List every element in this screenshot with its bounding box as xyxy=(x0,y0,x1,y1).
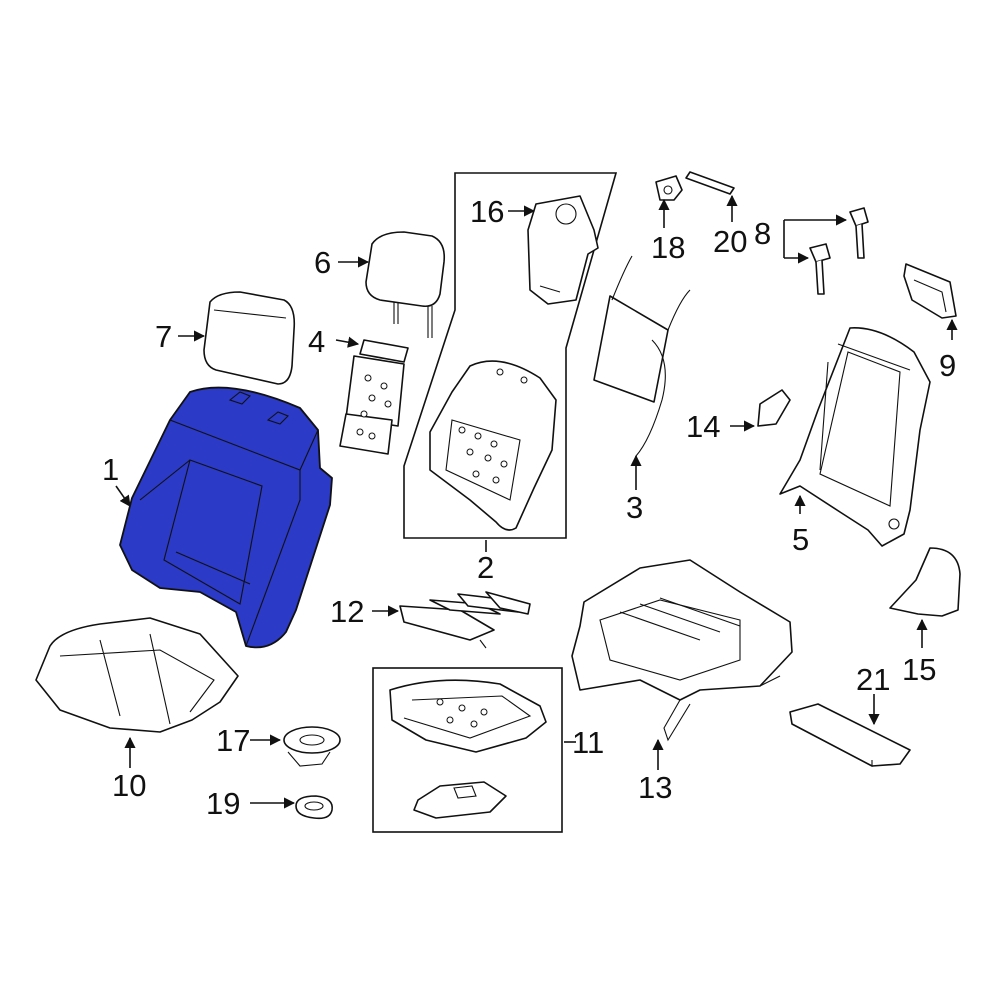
trim-strip-part-20[interactable] xyxy=(685,171,735,195)
seat-back-frame-part-5[interactable] xyxy=(779,327,931,547)
bolt-part-8[interactable] xyxy=(809,207,869,295)
callout-labels: 1 2 3 4 5 6 7 8 9 10 11 12 13 14 15 16 1… xyxy=(102,194,956,821)
bracket-part-9[interactable] xyxy=(903,263,957,319)
group-outline-part-11 xyxy=(372,667,563,833)
seat-cushion-part-11[interactable] xyxy=(389,679,547,819)
group-outline-part-2 xyxy=(403,172,618,539)
back-panel-part-16[interactable] xyxy=(527,195,599,305)
callout-4[interactable]: 4 xyxy=(308,324,325,359)
leader-lines xyxy=(115,194,958,809)
callout-5[interactable]: 5 xyxy=(792,522,809,557)
callout-8[interactable]: 8 xyxy=(754,216,771,251)
callout-12[interactable]: 12 xyxy=(330,594,364,629)
callout-14[interactable]: 14 xyxy=(686,409,720,444)
callout-19[interactable]: 19 xyxy=(206,786,240,821)
callout-21[interactable]: 21 xyxy=(856,662,890,697)
headrest-part-7[interactable] xyxy=(203,291,296,385)
callout-6[interactable]: 6 xyxy=(314,245,331,280)
callout-1[interactable]: 1 xyxy=(102,452,119,487)
callout-17[interactable]: 17 xyxy=(216,723,250,758)
seat-track-part-13[interactable] xyxy=(571,559,793,742)
callout-11[interactable]: 11 xyxy=(572,725,604,760)
callout-18[interactable]: 18 xyxy=(651,230,685,265)
callout-2[interactable]: 2 xyxy=(477,550,494,585)
headrest-part-6[interactable] xyxy=(365,231,446,338)
cushion-heater-part-12[interactable] xyxy=(399,591,531,649)
seat-cushion-cover-part-10[interactable] xyxy=(35,617,239,733)
side-shield-part-15[interactable] xyxy=(889,547,961,617)
seat-back-cover-part-1[interactable] xyxy=(119,386,333,649)
module-part-21[interactable] xyxy=(789,703,911,767)
callout-15[interactable]: 15 xyxy=(902,652,936,687)
callout-3[interactable]: 3 xyxy=(626,490,643,525)
callout-7[interactable]: 7 xyxy=(155,319,172,354)
seat-back-cushion-part-2[interactable] xyxy=(429,360,557,531)
bracket-part-14[interactable] xyxy=(757,389,791,427)
component-part-17[interactable] xyxy=(283,726,341,767)
heater-pad-part-4[interactable] xyxy=(339,339,409,455)
callout-13[interactable]: 13 xyxy=(638,770,672,805)
grommet-part-19[interactable] xyxy=(295,795,333,820)
harness-panel-part-3[interactable] xyxy=(593,255,691,457)
callout-10[interactable]: 10 xyxy=(112,768,146,803)
callout-16[interactable]: 16 xyxy=(470,194,504,229)
callout-20[interactable]: 20 xyxy=(713,224,747,259)
callout-9[interactable]: 9 xyxy=(939,348,956,383)
clip-part-18[interactable] xyxy=(655,175,683,201)
